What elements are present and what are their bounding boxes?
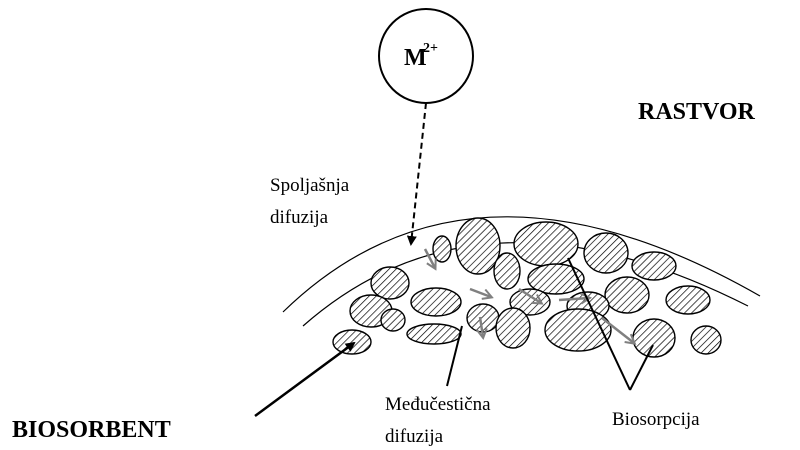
particle <box>666 286 710 314</box>
solution-label: RASTVOR <box>638 99 756 125</box>
biosorbent-pointer-arrow <box>255 343 354 416</box>
particle <box>494 253 520 289</box>
diffusion-arrow <box>470 289 491 297</box>
particle <box>407 324 461 344</box>
particle <box>467 304 499 332</box>
particle <box>496 308 530 348</box>
particle <box>371 267 409 299</box>
particle <box>333 330 371 354</box>
interparticle-diffusion-label-line2: difuzija <box>385 426 444 447</box>
biosorption-label: Biosorpcija <box>612 409 700 430</box>
metal-ion: M 2+ <box>379 9 473 103</box>
external-diffusion-label-line1: Spoljašnja <box>270 175 350 196</box>
particle <box>605 277 649 313</box>
particle <box>411 288 461 316</box>
particle <box>691 326 721 354</box>
particle <box>456 218 500 274</box>
external-diffusion-label-line2: difuzija <box>270 207 329 228</box>
interparticle-diffusion-label-line1: Međučestična <box>385 394 491 415</box>
biosorbent-label: BIOSORBENT <box>12 417 171 443</box>
particle <box>584 233 628 273</box>
particle <box>433 236 451 262</box>
metal-ion-charge: 2+ <box>423 41 438 56</box>
particle <box>381 309 405 331</box>
particle <box>633 319 675 357</box>
external-diffusion-arrow <box>411 103 426 244</box>
particle <box>632 252 676 280</box>
